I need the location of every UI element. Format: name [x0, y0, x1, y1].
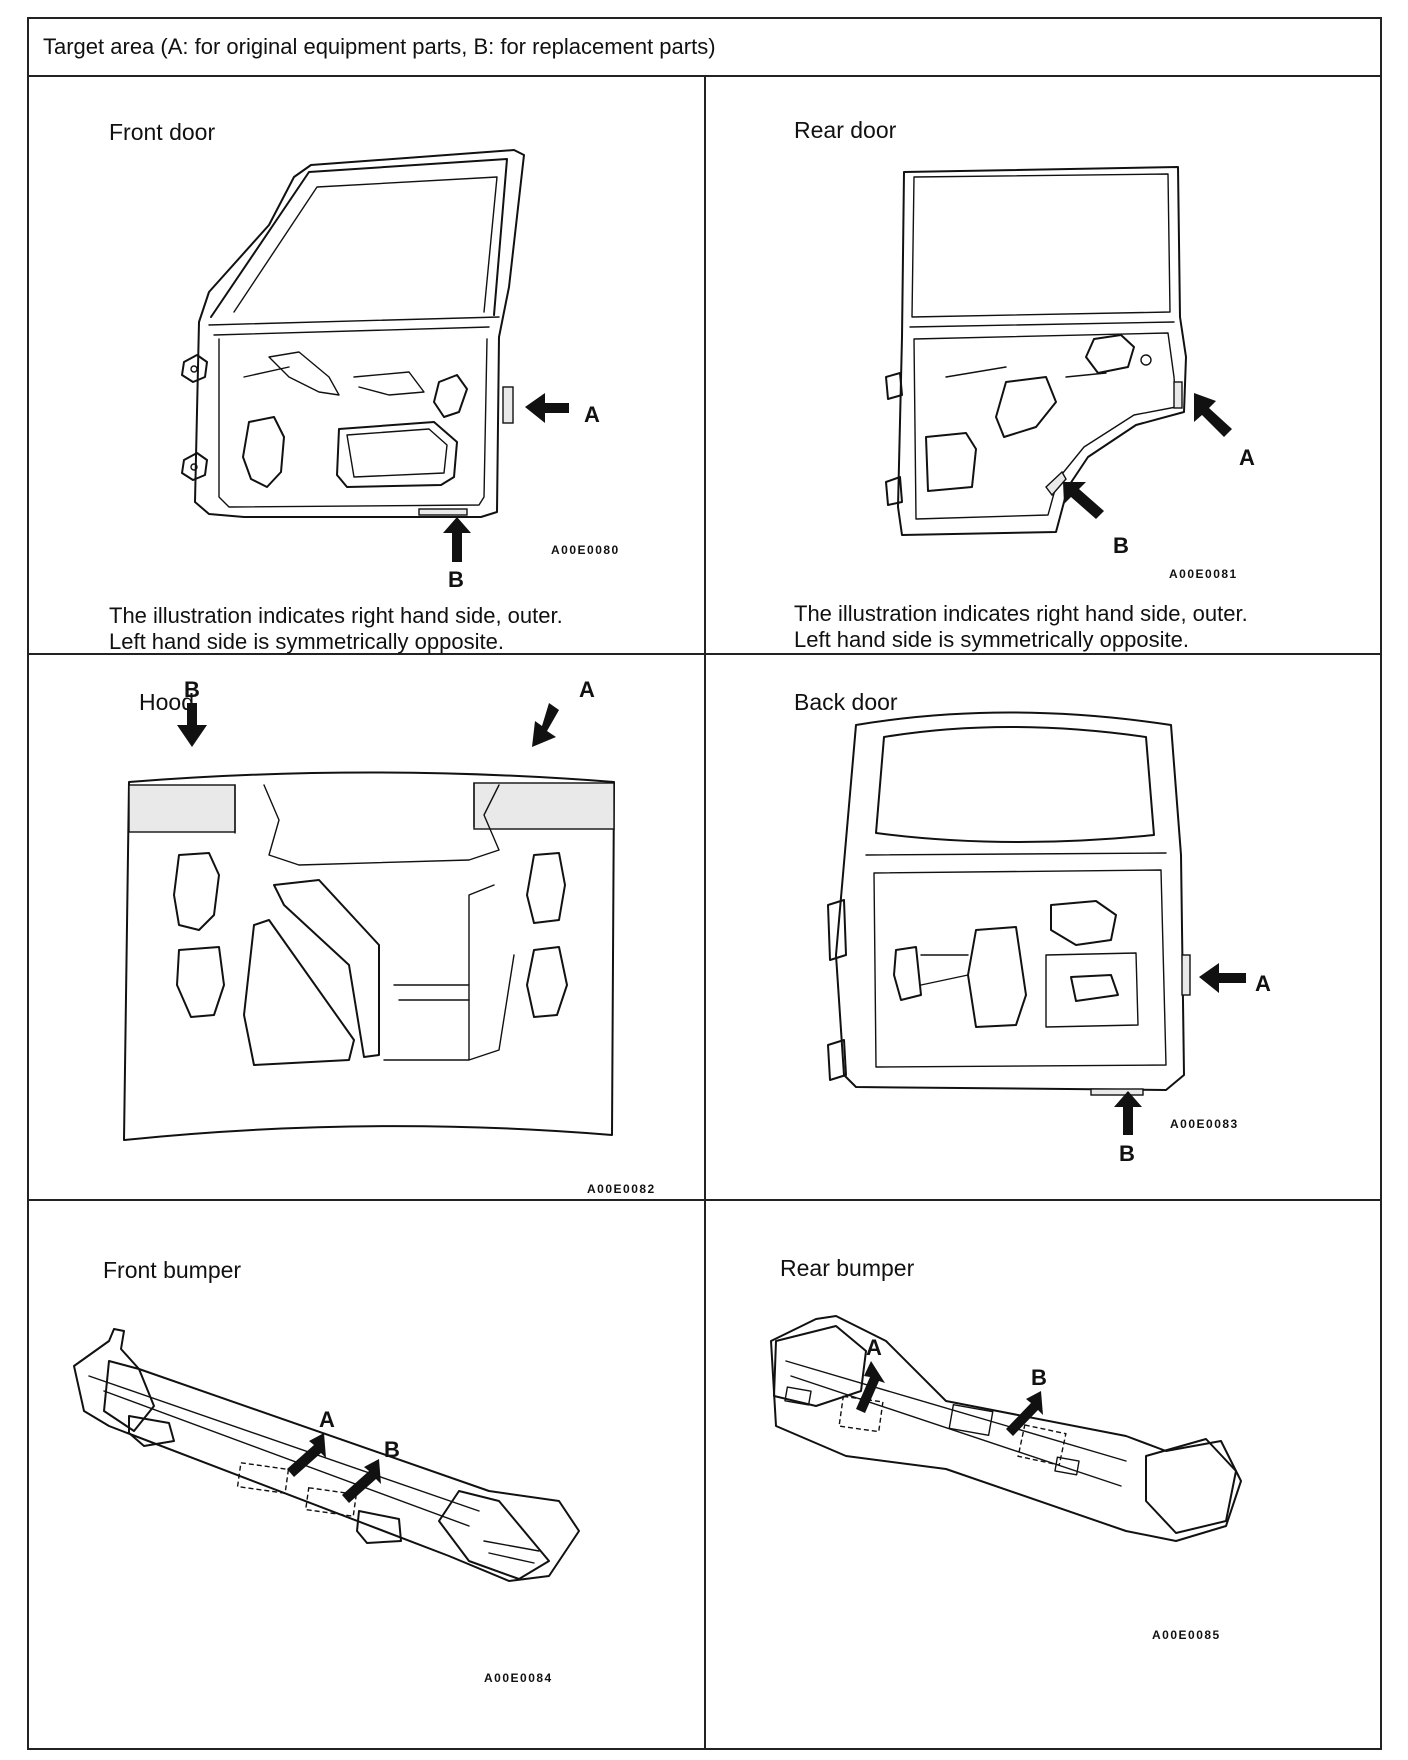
rear-bumper-label-a: A — [866, 1335, 882, 1360]
panel-rear-door: Rear door A B A00E0081 The ill — [706, 77, 1384, 653]
rear-bumper-label-b: B — [1031, 1365, 1047, 1390]
rear-door-title: Rear door — [794, 117, 897, 143]
panel-rear-bumper: Rear bumper A B A00E0085 — [706, 1201, 1384, 1750]
front-door-label-b: B — [448, 567, 464, 592]
rear-door-illustration: A B — [885, 166, 1255, 558]
back-door-label-b: B — [1119, 1141, 1135, 1166]
back-door-code: A00E0083 — [1170, 1117, 1239, 1131]
front-door-note-line1: The illustration indicates right hand si… — [109, 603, 563, 628]
front-bumper-code: A00E0084 — [484, 1671, 553, 1685]
figure-frame: Target area (A: for original equipment p… — [27, 17, 1382, 1750]
front-bumper-label-b: B — [384, 1437, 400, 1462]
hood-label-b: B — [184, 677, 200, 702]
panel-hood: Hood B A A00E0082 — [29, 655, 704, 1199]
column-divider — [704, 77, 706, 1750]
front-door-label-a: A — [584, 402, 600, 427]
hood-illustration: B A — [123, 677, 615, 1141]
rear-bumper-illustration: A B — [770, 1315, 1242, 1542]
row-divider-1 — [29, 653, 1380, 655]
panel-back-door: Back door A B A00E0083 — [706, 655, 1384, 1199]
rear-door-note: The illustration indicates right hand si… — [794, 601, 1248, 653]
row-divider-2 — [29, 1199, 1380, 1201]
front-door-title: Front door — [109, 119, 216, 145]
rear-door-note-line1: The illustration indicates right hand si… — [794, 601, 1248, 626]
rear-door-code: A00E0081 — [1169, 567, 1238, 581]
rear-door-label-b: B — [1113, 533, 1129, 558]
back-door-label-a: A — [1255, 971, 1271, 996]
rear-bumper-code: A00E0085 — [1152, 1628, 1221, 1642]
back-door-illustration: A B — [827, 711, 1271, 1166]
header-title: Target area (A: for original equipment p… — [43, 34, 716, 59]
front-bumper-title: Front bumper — [103, 1257, 242, 1283]
rear-door-label-a: A — [1239, 445, 1255, 470]
rear-bumper-title: Rear bumper — [780, 1255, 915, 1281]
panel-front-door: Front door — [29, 77, 704, 655]
header-row: Target area (A: for original equipment p… — [29, 19, 1380, 77]
front-door-note: The illustration indicates right hand si… — [109, 603, 563, 655]
front-bumper-label-a: A — [319, 1407, 335, 1432]
front-door-code: A00E0080 — [551, 543, 620, 557]
hood-title: Hood — [139, 689, 194, 715]
hood-label-a: A — [579, 677, 595, 702]
panel-front-bumper: Front bumper A B A00E0084 — [29, 1201, 704, 1750]
front-door-illustration: A B — [181, 149, 600, 592]
rear-door-note-line2: Left hand side is symmetrically opposite… — [794, 627, 1189, 652]
front-door-note-line2: Left hand side is symmetrically opposite… — [109, 629, 504, 654]
front-bumper-illustration: A B — [73, 1328, 580, 1582]
back-door-title: Back door — [794, 689, 898, 715]
hood-code: A00E0082 — [587, 1182, 656, 1196]
